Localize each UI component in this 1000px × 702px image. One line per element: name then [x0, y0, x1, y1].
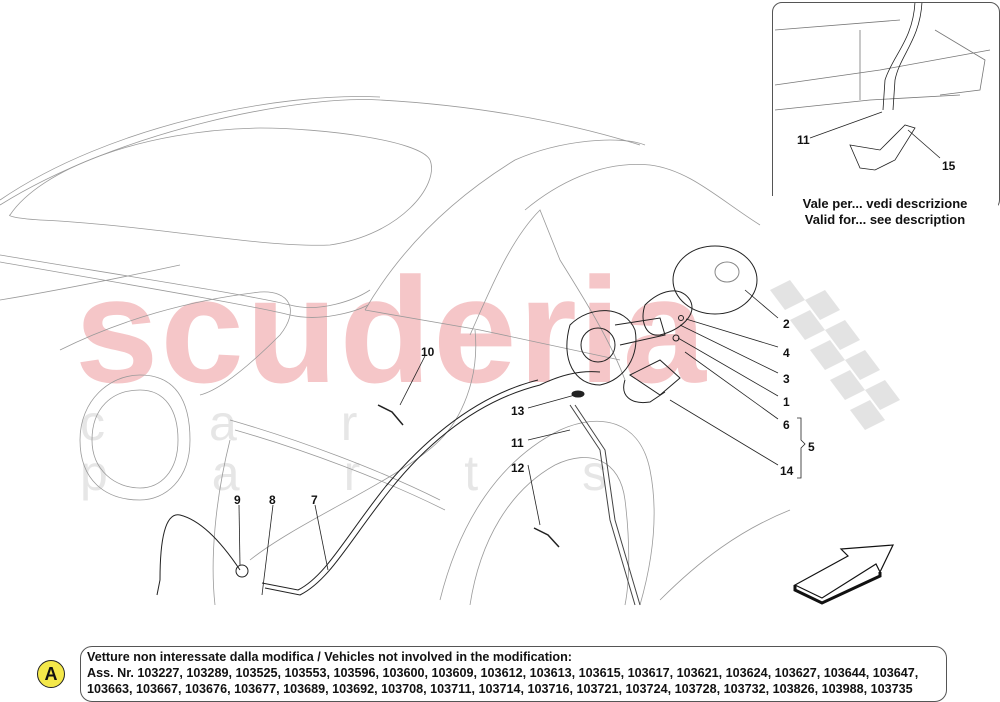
callout-11[interactable]: 11	[511, 436, 524, 450]
note-assembly-line-2: 103663, 103667, 103676, 103677, 103689, …	[87, 682, 913, 696]
callout-2[interactable]: 2	[783, 317, 790, 331]
callout-7[interactable]: 7	[311, 493, 318, 507]
callout-9[interactable]: 9	[234, 493, 241, 507]
callout-4[interactable]: 4	[783, 346, 790, 360]
callout-5[interactable]: 5	[808, 440, 815, 454]
release-cable	[156, 379, 641, 606]
checkered-flag-watermark	[770, 280, 900, 430]
callout-12[interactable]: 12	[511, 461, 525, 475]
variant-inset-frame	[772, 2, 1000, 210]
inset-caption-english: Valid for... see description	[804, 212, 966, 227]
callout-6[interactable]: 6	[783, 418, 790, 432]
callout-10[interactable]: 10	[421, 345, 435, 359]
watermark-subtitle: car parts	[80, 395, 712, 501]
car-body-outline	[0, 96, 791, 606]
note-assembly-line-1: Ass. Nr. 103227, 103289, 103525, 103553,…	[87, 666, 919, 680]
callout-14[interactable]: 14	[780, 464, 794, 478]
inset-callout-15[interactable]: 15	[942, 159, 956, 173]
callout-8[interactable]: 8	[269, 493, 276, 507]
callout-1[interactable]: 1	[783, 395, 790, 409]
watermark-logo: scuderia	[75, 246, 708, 414]
inset-caption-italian: Vale per... vedi descrizione	[772, 196, 998, 212]
inset-callout-11[interactable]: 11	[797, 133, 810, 147]
inset-drawing	[774, 1, 991, 171]
note-title: Vetture non interessate dalla modifica /…	[87, 650, 572, 664]
callout-13[interactable]: 13	[511, 404, 525, 418]
leader-lines	[238, 289, 806, 596]
orientation-arrow	[793, 544, 894, 605]
fuel-filler-assembly	[539, 245, 758, 404]
note-badge-a: A	[37, 660, 65, 688]
callout-3[interactable]: 3	[783, 372, 790, 386]
